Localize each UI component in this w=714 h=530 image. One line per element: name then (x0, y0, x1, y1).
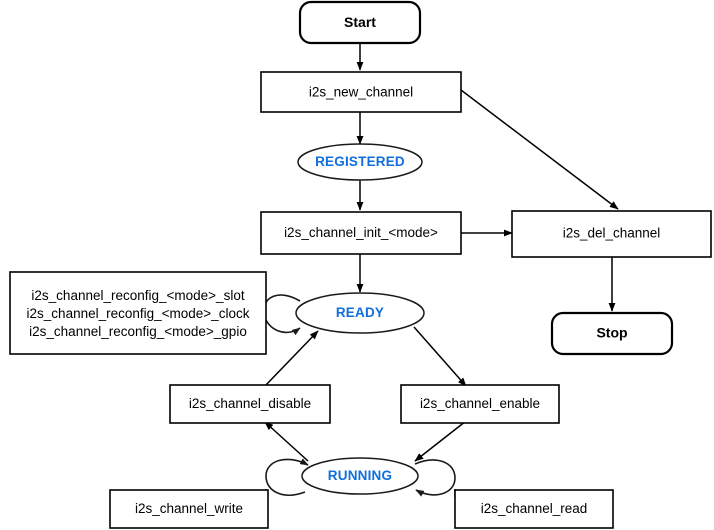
reconfig-label-slot: i2s_channel_reconfig_<mode>_slot (31, 288, 244, 303)
node-i2s-channel-write[interactable]: i2s_channel_write (109, 489, 269, 529)
del-channel-shape (511, 210, 712, 258)
node-stop[interactable]: Stop (550, 311, 674, 356)
del-channel-label: i2s_del_channel (563, 226, 661, 241)
edge-ready-to-channel-enable (413, 326, 467, 387)
channel-enable-label: i2s_channel_enable (420, 396, 540, 411)
channel-enable-shape (400, 384, 560, 424)
edge-channel-disable-to-ready (264, 330, 319, 387)
node-i2s-channel-init[interactable]: i2s_channel_init_<mode> (260, 211, 462, 255)
edge-ready-self-loop-reconfig (263, 294, 301, 336)
node-state-registered[interactable]: REGISTERED (297, 143, 423, 181)
node-state-running[interactable]: RUNNING (301, 457, 419, 495)
channel-write-shape (109, 489, 269, 529)
channel-write-label: i2s_channel_write (135, 501, 243, 516)
node-i2s-new-channel[interactable]: i2s_new_channel (260, 71, 462, 113)
node-i2s-channel-enable[interactable]: i2s_channel_enable (400, 384, 560, 424)
reconfig-label-gpio: i2s_channel_reconfig_<mode>_gpio (29, 324, 247, 339)
channel-read-shape (454, 489, 614, 529)
node-i2s-channel-reconfig[interactable]: i2s_channel_reconfig_<mode>_slot i2s_cha… (9, 271, 267, 355)
edge-running-self-loop-read (414, 459, 456, 497)
node-start[interactable]: Start (298, 0, 422, 45)
start-label: Start (344, 14, 376, 30)
stop-shape (550, 311, 674, 356)
channel-read-label: i2s_channel_read (481, 501, 588, 516)
channel-init-shape (260, 211, 462, 255)
channel-disable-label: i2s_channel_disable (189, 396, 311, 411)
node-state-ready[interactable]: READY (295, 292, 425, 334)
node-i2s-channel-read[interactable]: i2s_channel_read (454, 489, 614, 529)
ready-label: READY (336, 305, 384, 320)
edge-running-to-channel-disable (264, 421, 309, 462)
ready-shape (295, 292, 425, 334)
edge-new-channel-to-del-channel (460, 89, 619, 210)
running-shape (301, 457, 419, 495)
node-i2s-del-channel[interactable]: i2s_del_channel (511, 210, 712, 258)
start-shape (298, 0, 422, 45)
channel-disable-shape (169, 384, 331, 424)
node-i2s-channel-disable[interactable]: i2s_channel_disable (169, 384, 331, 424)
edge-running-self-loop-write (265, 458, 309, 496)
channel-init-label: i2s_channel_init_<mode> (284, 225, 438, 240)
new-channel-shape (260, 71, 462, 113)
new-channel-label: i2s_new_channel (309, 85, 413, 100)
running-label: RUNNING (328, 468, 392, 483)
reconfig-label-clock: i2s_channel_reconfig_<mode>_clock (27, 306, 250, 321)
edge-channel-enable-to-running (414, 420, 467, 462)
reconfig-shape (9, 271, 267, 355)
registered-label: REGISTERED (315, 154, 405, 169)
registered-shape (297, 143, 423, 181)
stop-label: Stop (596, 325, 627, 341)
